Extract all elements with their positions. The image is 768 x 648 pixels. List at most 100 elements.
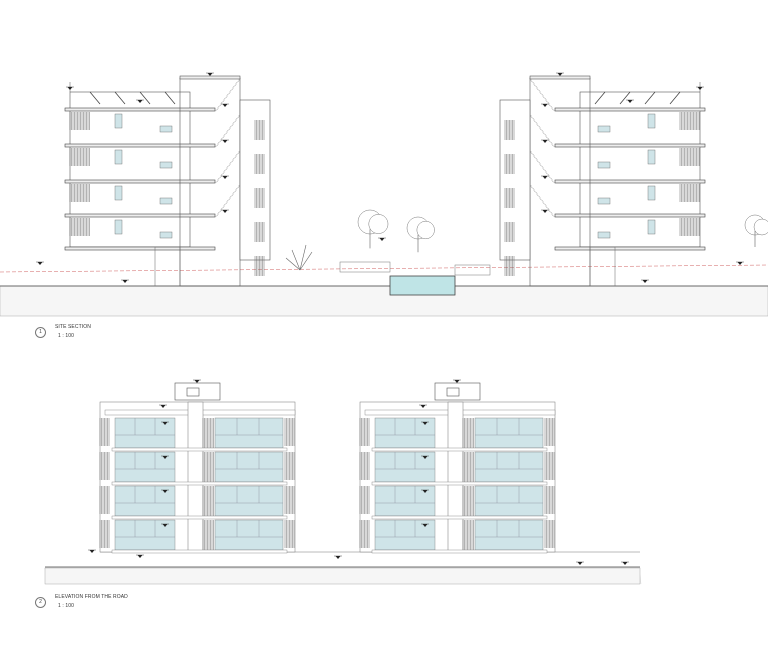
view-title-site-section: SITE SECTION [55,324,91,330]
solar-panel [139,91,151,105]
tree-canopy [753,218,768,236]
level-marker [577,562,583,565]
section-window [647,185,656,201]
level-marker [222,210,228,213]
core-roof [179,75,241,80]
stair-flight [530,185,556,218]
tree-canopy [368,214,389,234]
solar-panel [669,91,681,105]
level-marker [622,562,628,565]
level-marker [642,280,648,283]
level-marker [222,104,228,107]
floor-slab [64,179,216,184]
level-line-dashed [0,264,768,273]
level-marker [162,422,168,425]
floor-slab [64,213,216,218]
level-marker [422,422,428,425]
section-unit-block [69,91,191,248]
level-marker [160,405,166,408]
floor-slab [554,213,706,218]
section-window [597,125,611,133]
roof-stair-opening [446,387,460,397]
section-window [114,149,123,165]
section-window [597,197,611,205]
floor-slab [64,107,216,112]
level-marker [67,87,73,90]
stair-flight [214,79,240,112]
core-roof [529,75,591,80]
section-window [114,185,123,201]
level-marker [194,380,200,383]
stair-flight [530,115,556,148]
solar-panel [164,91,176,105]
level-marker [162,524,168,527]
roof-stair-opening [186,387,200,397]
section-window [114,113,123,129]
stair-flight [214,185,240,218]
level-marker [89,550,95,553]
stair-flight [530,151,556,184]
level-marker [697,87,703,90]
view-number-site-section: 1 [35,327,46,338]
level-marker [557,73,563,76]
glazed-panel [214,417,284,449]
stair-flight [214,115,240,148]
floor-band [111,549,288,554]
floor-band [371,549,548,554]
floor-band [371,481,548,486]
floor-slab [554,246,706,251]
floor-band [111,481,288,486]
glazed-panel [474,417,544,449]
level-marker [37,262,43,265]
planter [454,264,491,276]
basement-stair [154,246,181,287]
basement-stair [589,246,616,287]
swimming-pool [389,275,456,296]
solar-panel [114,91,126,105]
section-window [597,231,611,239]
floor-band [371,515,548,520]
floor-band [111,447,288,452]
level-marker [335,556,341,559]
level-marker [137,555,143,558]
level-marker [454,380,460,383]
level-marker [422,490,428,493]
section-window [597,161,611,169]
level-marker [542,104,548,107]
glazed-panel [474,451,544,483]
level-marker [420,405,426,408]
view-scale-site-section: 1 : 100 [58,333,74,339]
glazed-panel [474,485,544,517]
solar-panel [644,91,656,105]
solar-panel [619,91,631,105]
floor-band [111,515,288,520]
level-marker [122,280,128,283]
level-marker [422,456,428,459]
ground-hatch-section-border [0,285,768,317]
level-marker [542,176,548,179]
level-marker [542,140,548,143]
level-marker [162,490,168,493]
solar-panel [89,91,101,105]
section-window [647,149,656,165]
tree-canopy [416,220,435,240]
floor-slab [554,107,706,112]
level-marker [222,140,228,143]
view-number-elevation: 2 [35,597,46,608]
section-window [114,219,123,235]
level-marker [737,262,743,265]
level-marker [542,210,548,213]
section-window [159,231,173,239]
solar-panel [594,91,606,105]
view-title-elevation: ELEVATION FROM THE ROAD [55,594,128,600]
ground-hatch-elevation-border [44,567,641,585]
floor-band [371,447,548,452]
level-marker [422,524,428,527]
level-marker [379,238,385,241]
level-marker [207,73,213,76]
section-window [159,161,173,169]
floor-slab [554,143,706,148]
stair-flight [214,151,240,184]
section-window [647,219,656,235]
